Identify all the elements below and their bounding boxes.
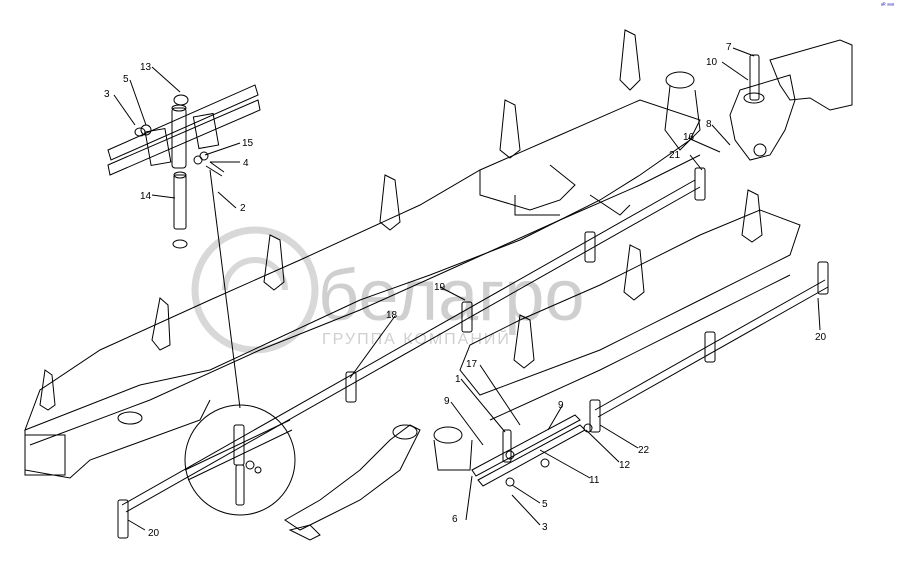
- callout-13: 13: [140, 62, 152, 73]
- callout-12: 12: [619, 460, 631, 471]
- callout-17: 17: [466, 359, 478, 370]
- callout-7: 7: [726, 42, 732, 53]
- center-frame-beam: [24, 71, 701, 479]
- callout-19: 19: [434, 282, 446, 293]
- callout-9-left: 9: [444, 396, 450, 407]
- callout-21: 21: [669, 150, 681, 161]
- callout-22: 22: [638, 445, 650, 456]
- corner-mark: ᵃᴿ ᵃᵃᵃ: [880, 3, 894, 9]
- lower-frame-beam: [284, 209, 801, 541]
- callout-5-top: 5: [123, 74, 129, 85]
- callout-20-left: 20: [148, 528, 160, 539]
- frame-arms: [39, 29, 763, 411]
- detail-loose-pin: [172, 171, 188, 249]
- callout-3-top: 3: [104, 89, 110, 100]
- callout-15: 15: [242, 138, 254, 149]
- detail-frame-bar: [107, 84, 261, 177]
- callout-labels: 13 5 3 15 4 14 2 7 10 16 8 21 19 18 20 2…: [104, 42, 827, 539]
- callout-18: 18: [386, 310, 398, 321]
- callout-leaders: [113, 47, 821, 531]
- zoom-detail-circle: [184, 169, 296, 516]
- callout-16: 16: [683, 132, 695, 143]
- callout-11: 11: [589, 475, 600, 486]
- watermark-brand: белагро: [318, 256, 584, 336]
- callout-10: 10: [706, 57, 718, 68]
- callout-20-right: 20: [815, 332, 827, 343]
- callout-9-right: 9: [558, 400, 564, 411]
- callout-2: 2: [240, 203, 246, 214]
- tie-rod-short: [589, 261, 829, 433]
- tie-rod-long: [117, 167, 706, 539]
- connector-plate-assembly: [471, 414, 593, 487]
- bracket-assembly: [729, 39, 853, 161]
- callout-1: 1: [455, 374, 461, 385]
- callout-6: 6: [452, 514, 458, 525]
- callout-5-bottom: 5: [542, 499, 548, 510]
- callout-4: 4: [243, 158, 249, 169]
- callout-3-bottom: 3: [542, 522, 548, 533]
- callout-14: 14: [140, 191, 152, 202]
- watermark: белагро ГРУППА КОМПАНИЙ: [191, 226, 584, 354]
- callout-8: 8: [706, 119, 712, 130]
